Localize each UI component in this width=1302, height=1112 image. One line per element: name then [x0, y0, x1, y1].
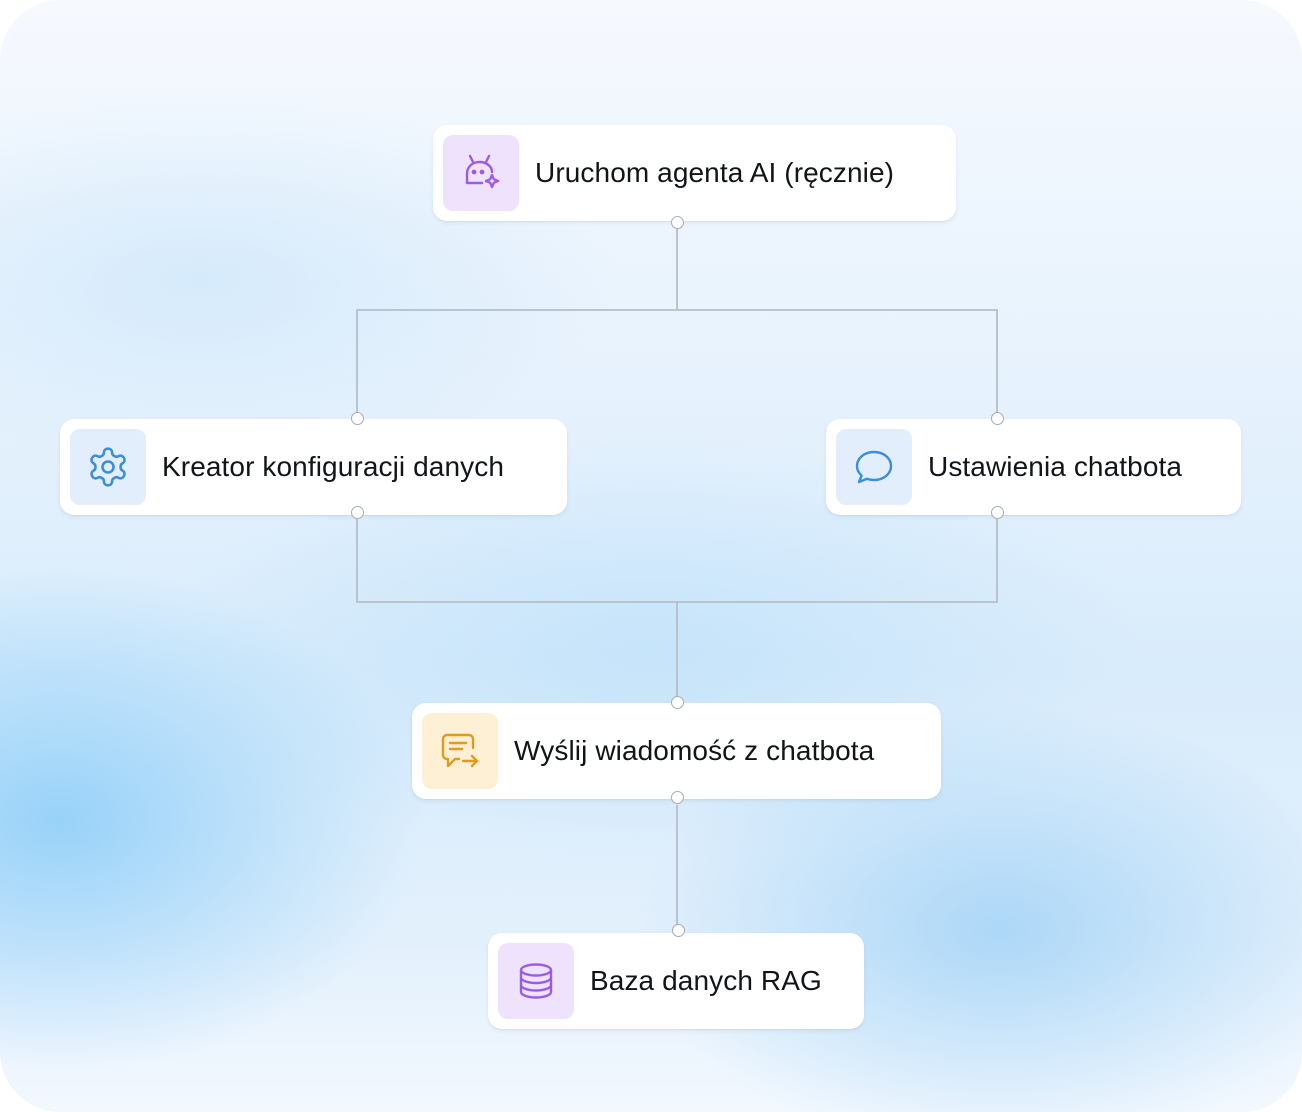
node-start-icon-box [443, 135, 519, 211]
node-rag-icon-box [498, 943, 574, 1019]
port-config-in[interactable] [351, 412, 364, 425]
port-send-out[interactable] [671, 791, 684, 804]
node-chatbot[interactable]: Ustawienia chatbota [826, 419, 1241, 515]
port-send-in[interactable] [671, 696, 684, 709]
gear-icon [90, 447, 126, 487]
node-rag-label: Baza danych RAG [590, 965, 822, 996]
node-chatbot-icon-box [836, 429, 912, 505]
port-start-out[interactable] [671, 216, 684, 229]
edge-start-to-chatbot [677, 309, 998, 413]
edge-start-to-config [356, 229, 678, 413]
message-send-icon [441, 733, 479, 768]
node-send-label: Wyślij wiadomość z chatbota [514, 735, 875, 766]
speech-bubble-icon [855, 450, 893, 484]
database-icon [519, 963, 553, 999]
node-config[interactable]: Kreator konfiguracji danych [60, 419, 567, 515]
edge-chatbot-to-send [677, 519, 998, 603]
node-send-icon-box [422, 713, 498, 789]
port-chatbot-in[interactable] [991, 412, 1004, 425]
node-chatbot-label: Ustawienia chatbota [928, 451, 1183, 482]
node-config-label: Kreator konfiguracji danych [162, 451, 504, 482]
node-config-icon-box [70, 429, 146, 505]
node-send[interactable]: Wyślij wiadomość z chatbota [412, 703, 941, 799]
robot-sparkle-icon [465, 154, 500, 189]
edge-config-to-send [356, 519, 678, 697]
node-start-label: Uruchom agenta AI (ręcznie) [535, 157, 895, 188]
port-chatbot-out[interactable] [991, 506, 1004, 519]
port-rag-in[interactable] [672, 924, 685, 937]
port-config-out[interactable] [351, 506, 364, 519]
node-start[interactable]: Uruchom agenta AI (ręcznie) [433, 125, 956, 221]
node-rag[interactable]: Baza danych RAG [488, 933, 864, 1029]
